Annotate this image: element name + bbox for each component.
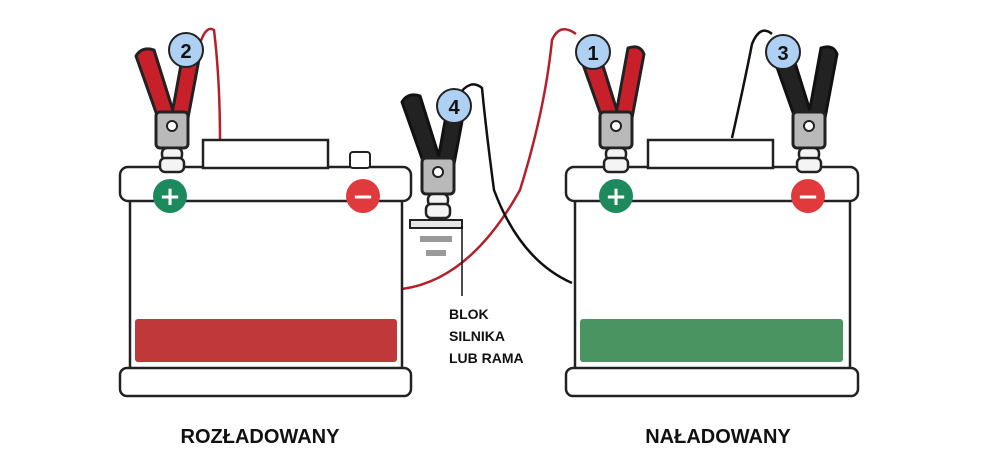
negative-terminal: − [791, 179, 825, 213]
svg-text:3: 3 [777, 43, 788, 65]
svg-text:2: 2 [180, 41, 191, 63]
svg-text:1: 1 [587, 43, 598, 65]
battery-top-lid [646, 138, 775, 170]
negative-terminal: − [346, 179, 380, 213]
step-badge-3: 3 [765, 34, 801, 70]
step-badge-2: 2 [168, 32, 204, 68]
battery-top-lid [201, 138, 330, 170]
positive-terminal: + [599, 179, 633, 213]
ground-label-line2: SILNIKA [449, 328, 505, 344]
charged-charge-stripe [580, 319, 843, 362]
ground-label-line1: BLOK [449, 306, 489, 322]
discharged-battery: + − ROZŁADOWANY [118, 138, 413, 448]
black-cable-ground [456, 83, 573, 285]
charged-battery: + − NAŁADOWANY [564, 138, 860, 448]
ground-bar [426, 250, 446, 256]
ground-label-line3: LUB RAMA [449, 350, 524, 366]
svg-text:−: − [352, 182, 374, 212]
battery-base [118, 366, 413, 398]
svg-text:4: 4 [448, 97, 460, 119]
ground-bar [420, 236, 452, 242]
discharged-battery-label: ROZŁADOWANY [181, 426, 341, 448]
red-cable-charged-positive [401, 27, 577, 291]
svg-text:+: + [605, 182, 627, 212]
charged-battery-label: NAŁADOWANY [645, 426, 791, 448]
discharged-charge-stripe [135, 319, 397, 362]
svg-text:−: − [797, 182, 819, 212]
red-cable-discharged-positive [196, 27, 222, 141]
svg-text:+: + [159, 182, 181, 212]
battery-vent-cap [349, 151, 371, 169]
battery-base [564, 366, 860, 398]
step-badge-4: 4 [436, 88, 472, 124]
step-badge-1: 1 [575, 34, 611, 70]
black-cable-charged-negative [730, 29, 773, 139]
ground-point: BLOK SILNIKA LUB RAMA [409, 219, 524, 366]
ground-plate [409, 219, 463, 229]
positive-terminal: + [153, 179, 187, 213]
